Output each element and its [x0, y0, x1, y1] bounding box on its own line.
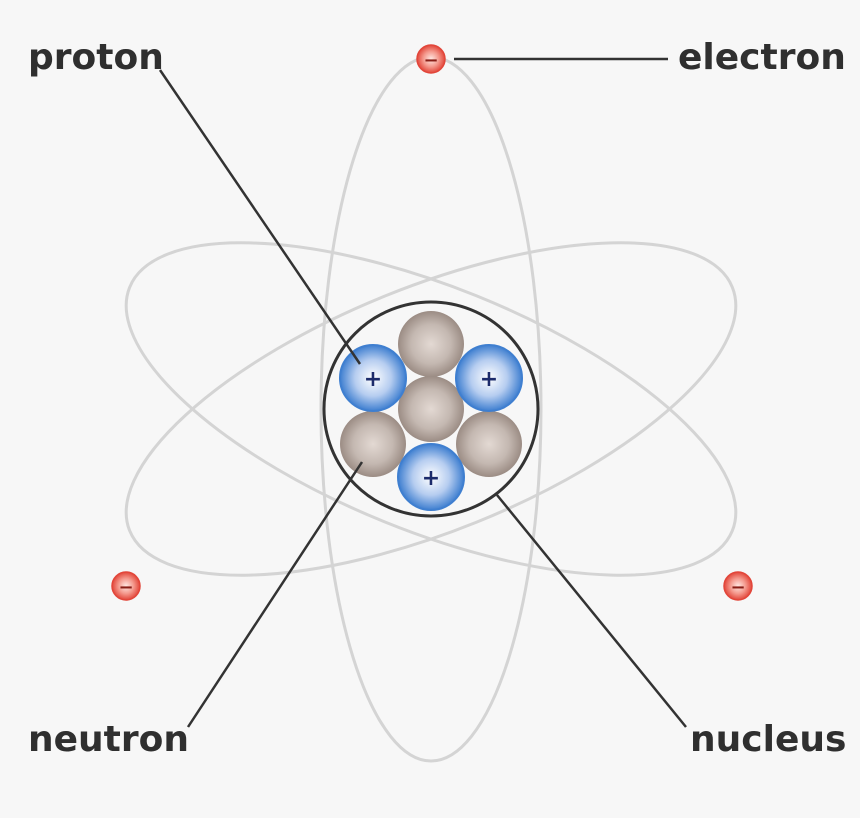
- proton-bottom: +: [397, 443, 465, 511]
- proton-sign: +: [422, 466, 440, 491]
- electron-label: electron: [678, 37, 846, 78]
- nucleus-label: nucleus: [690, 719, 847, 760]
- neutrons: [340, 311, 522, 477]
- proton-label: proton: [28, 37, 164, 78]
- proton-sign: +: [480, 367, 498, 392]
- electrons: − − −: [111, 44, 753, 601]
- neutron-left: [340, 411, 406, 477]
- proton-leader-line: [158, 69, 362, 365]
- leader-lines: [158, 57, 687, 728]
- neutron-top: [398, 311, 464, 377]
- electron-right: −: [723, 571, 753, 601]
- electron-sign: −: [423, 50, 438, 71]
- neutron-leader-line: [186, 461, 364, 728]
- neutron-label: neutron: [28, 719, 189, 760]
- proton-sign: +: [364, 367, 382, 392]
- neutron-right: [456, 411, 522, 477]
- electron-sign: −: [730, 577, 745, 598]
- proton-left: +: [339, 344, 407, 412]
- electron-left: −: [111, 571, 141, 601]
- protons: + + +: [339, 344, 523, 511]
- proton-right: +: [455, 344, 523, 412]
- electron-top: −: [416, 44, 446, 74]
- electron-sign: −: [118, 577, 133, 598]
- orbit-tilted-right: [124, 241, 738, 577]
- nucleus-leader-line: [496, 494, 687, 728]
- neutron-center: [398, 376, 464, 442]
- orbit-tilted-left: [124, 241, 738, 577]
